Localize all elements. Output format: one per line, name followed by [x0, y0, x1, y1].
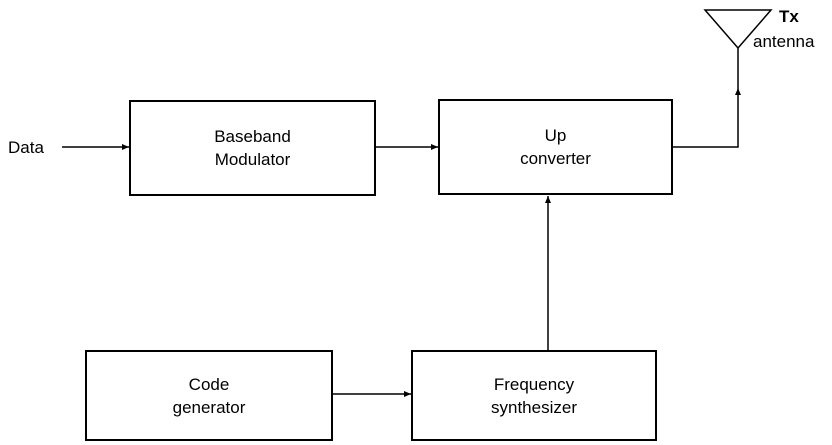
code-generator-line1: Code [188, 374, 230, 394]
antenna-icon [703, 9, 773, 50]
up-converter-block: Up converter [438, 99, 673, 195]
frequency-synthesizer-line2: synthesizer [491, 397, 577, 417]
baseband-modulator-line1: Baseband [214, 127, 291, 146]
antenna-subtitle: antenna [753, 32, 815, 51]
code-generator-line2: generator [172, 397, 246, 417]
antenna-title: Tx [779, 7, 799, 26]
up-converter-line1: Up [544, 126, 567, 145]
upconverter-to-antenna-arrow [673, 88, 741, 148]
baseband-modulator-line2: Modulator [214, 150, 291, 169]
up-converter-line2: converter [520, 149, 591, 168]
code-generator-block: Code generator [85, 350, 333, 441]
frequency-synthesizer-line1: Frequency [493, 374, 575, 394]
baseband-modulator-block: Baseband Modulator [129, 100, 376, 196]
frequency-synthesizer-block: Frequency synthesizer [411, 350, 657, 441]
data-input-label: Data [8, 138, 44, 157]
